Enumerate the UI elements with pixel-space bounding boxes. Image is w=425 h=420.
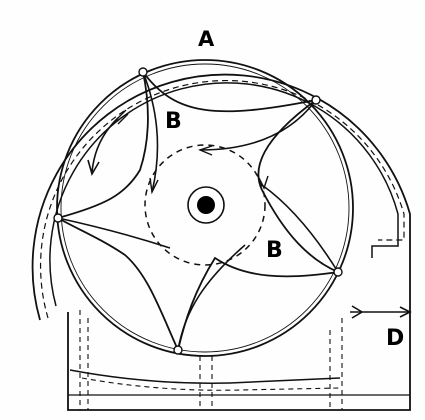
inner-dashed-circle: [144, 144, 266, 266]
hub-center: [197, 196, 215, 214]
rotation-arrow-head: [87, 159, 100, 177]
casing: [31, 73, 411, 411]
blade-upper-left: [142, 71, 159, 193]
impeller-ring-inner: [60, 63, 350, 353]
pivot-2: [311, 95, 321, 105]
impeller-ring: [56, 59, 354, 357]
support-post-mid: [199, 356, 213, 410]
blade-flow-arrow-3: [257, 175, 269, 190]
outlet-arrow-head: [399, 306, 412, 318]
blade-upper-right: [199, 99, 317, 151]
rotor: [53, 59, 354, 357]
blade-lower: [177, 244, 246, 351]
blade-flow-arrow-2: [198, 145, 213, 156]
rotation-arrow-tail: [113, 109, 129, 125]
label-outlet: D: [386, 326, 404, 351]
pivot-3: [333, 267, 343, 277]
outlet-passage-dashed: [81, 377, 341, 391]
pivot-1: [138, 67, 148, 77]
label-casing: A: [198, 27, 215, 51]
outlet-arrow: [350, 305, 412, 319]
support-post-right: [329, 318, 343, 410]
pivot-5: [53, 213, 63, 223]
casing-outer-wall: [31, 73, 411, 411]
blade-right: [261, 184, 339, 273]
blade-left: [57, 217, 171, 249]
pivot-4: [173, 345, 183, 355]
blade-flow-arrow-1: [149, 177, 159, 195]
label-vane-lower: B: [266, 238, 283, 263]
vane-star-body: [55, 71, 342, 353]
outlet-arrow-tail: [351, 305, 364, 319]
outlet-passage: [69, 369, 341, 384]
label-vane-upper: B: [165, 109, 182, 134]
casing-dashed-lining: [39, 79, 405, 319]
